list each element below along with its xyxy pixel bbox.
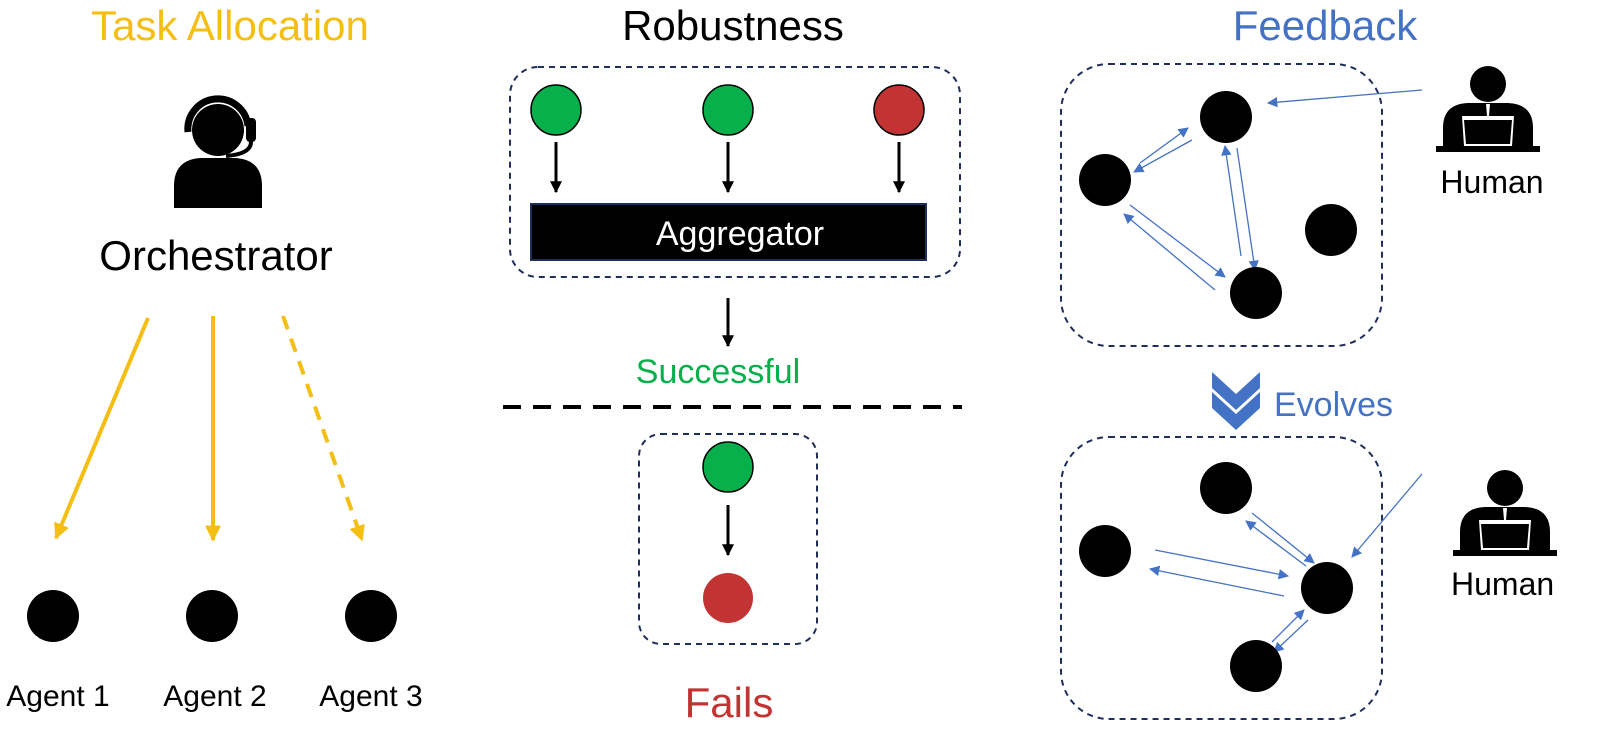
single-agent-success-node — [702, 441, 754, 493]
edge-bottom-4 — [1148, 565, 1285, 597]
edge-top-6 — [1123, 213, 1216, 291]
human-label-bottom: Human — [1451, 566, 1554, 602]
network-top-node-b — [1079, 154, 1131, 206]
edge-bottom-2 — [1245, 520, 1307, 567]
network-before-box — [1060, 63, 1383, 347]
task-allocation-title: Task Allocation — [91, 2, 369, 49]
edge-top-5 — [1129, 204, 1226, 278]
network-after-box — [1060, 436, 1383, 720]
edge-bottom-3 — [1154, 549, 1290, 580]
success-label: Successful — [636, 353, 800, 391]
agent-label-3: Agent 3 — [319, 680, 422, 713]
agent-node-2 — [186, 590, 238, 642]
evolves-label: Evolves — [1274, 386, 1393, 424]
network-bottom-node-c — [1301, 562, 1353, 614]
edge-top-4 — [1236, 147, 1259, 272]
fail-label: Fails — [685, 679, 774, 726]
edge-top-1 — [1139, 127, 1189, 164]
edge-top-2 — [1133, 139, 1193, 173]
network-bottom-node-a — [1200, 462, 1252, 514]
human-feedback-arrow-bottom — [1351, 473, 1423, 558]
network-top-node-c — [1305, 204, 1357, 256]
single-agent-box — [638, 433, 818, 645]
headset-person-icon — [174, 95, 262, 208]
human-feedback-arrow-top — [1266, 89, 1423, 108]
feedback-panel: Feedback Human Evolves — [1060, 2, 1557, 720]
robustness-title: Robustness — [622, 2, 844, 49]
agent-label-1: Agent 1 — [6, 680, 109, 713]
orchestrator-label: Orchestrator — [99, 232, 332, 279]
agent-node-1 — [27, 590, 79, 642]
task-allocation-panel: Task Allocation Orchestrator Agent 1 Age… — [6, 2, 422, 713]
feedback-title: Feedback — [1233, 2, 1418, 49]
edge-bottom-1 — [1251, 512, 1315, 564]
agent-label-2: Agent 2 — [163, 680, 266, 713]
person-at-laptop-icon — [1453, 470, 1557, 556]
single-agent-failed-node — [703, 573, 753, 623]
network-top-node-d — [1230, 267, 1282, 319]
double-chevron-down-icon — [1212, 372, 1260, 430]
agent-success-node-2 — [702, 84, 754, 136]
edge-bottom-6 — [1273, 619, 1309, 653]
network-top-node-a — [1200, 91, 1252, 143]
edge-top-3 — [1221, 144, 1242, 257]
human-label-top: Human — [1440, 164, 1543, 200]
aggregator-box — [530, 203, 927, 261]
person-at-laptop-icon — [1436, 66, 1540, 152]
agent-node-3 — [345, 590, 397, 642]
allocation-arrow-agent-1 — [54, 317, 150, 540]
allocation-arrow-agent-3-dashed — [281, 315, 365, 542]
edge-bottom-5 — [1271, 609, 1305, 643]
aggregator-label: Aggregator — [656, 215, 824, 253]
agent-failed-node — [873, 84, 925, 136]
network-bottom-node-d — [1230, 640, 1282, 692]
network-bottom-node-b — [1079, 525, 1131, 577]
agent-success-node-1 — [530, 84, 582, 136]
robustness-panel: Robustness Aggregator Successful Fails — [503, 2, 962, 726]
